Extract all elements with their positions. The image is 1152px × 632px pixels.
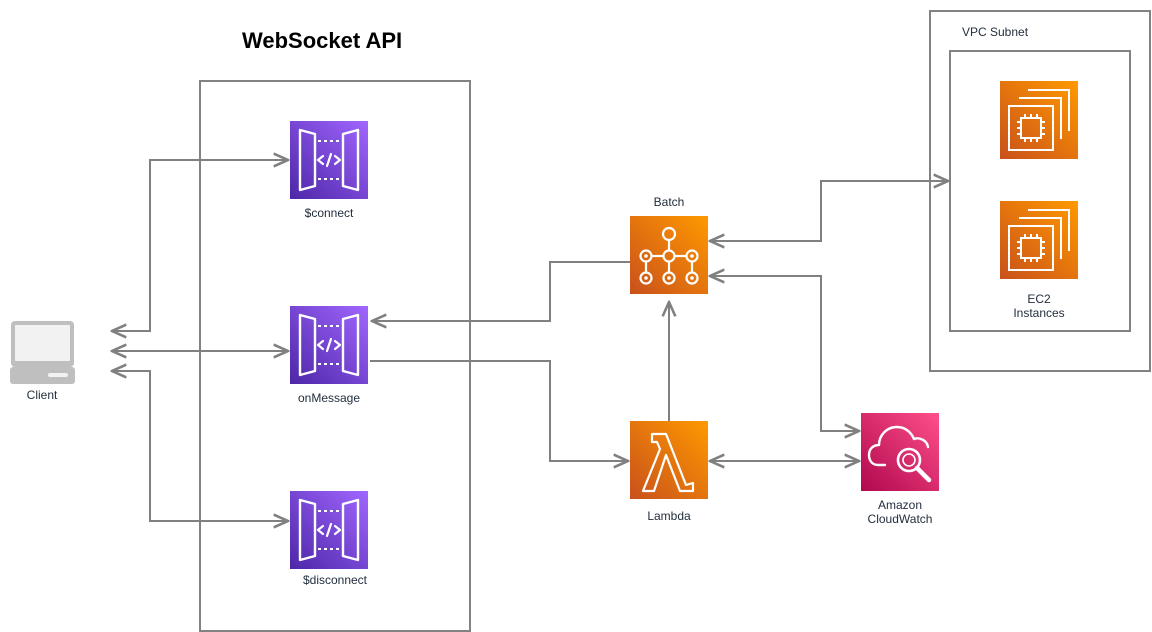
api-gateway-icon xyxy=(290,306,368,384)
vpc-subnet-container xyxy=(949,50,1131,332)
client-label: Client xyxy=(26,388,58,402)
api-gateway-icon xyxy=(290,121,368,199)
ec2-label-line1: EC2 xyxy=(1027,292,1051,306)
cloudwatch-label-line1: Amazon xyxy=(877,498,923,512)
connector-client-disconnect xyxy=(112,371,288,521)
connector-batch-cloudwatch xyxy=(710,276,859,431)
laptop-icon xyxy=(10,321,75,384)
connector-batch-onmessage xyxy=(372,261,630,321)
batch-label: Batch xyxy=(653,195,685,209)
lambda-icon xyxy=(630,421,708,499)
connector-batch-vpc xyxy=(710,181,948,241)
onmessage-label: onMessage xyxy=(297,391,361,405)
ec2-label-line2: Instances xyxy=(1013,306,1065,320)
ec2-instance-icon xyxy=(1000,201,1078,279)
connector-client-connect xyxy=(112,160,288,331)
vpc-subnet-label: VPC Subnet xyxy=(962,25,1029,39)
diagram-title: WebSocket API xyxy=(242,28,403,53)
disconnect-label: $disconnect xyxy=(302,573,368,587)
api-gateway-icon xyxy=(290,491,368,569)
ec2-instance-icon xyxy=(1000,81,1078,159)
connect-label: $connect xyxy=(304,206,354,220)
lambda-label: Lambda xyxy=(647,509,691,523)
cloudwatch-label-line2: CloudWatch xyxy=(867,512,933,526)
cloudwatch-icon xyxy=(861,413,939,491)
aws-batch-icon xyxy=(630,216,708,294)
connectors xyxy=(112,160,948,521)
connector-onmessage-lambda xyxy=(370,360,628,461)
